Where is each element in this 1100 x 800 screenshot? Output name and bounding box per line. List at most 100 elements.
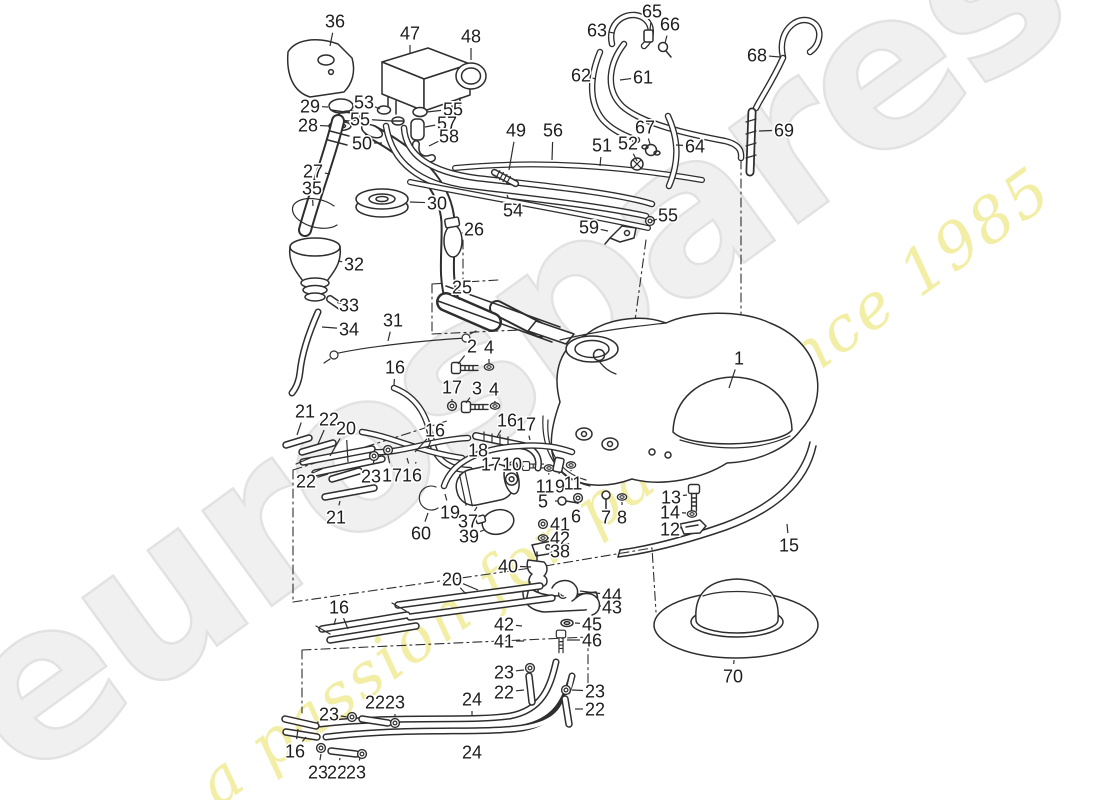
- part-label-18: 18: [468, 440, 488, 460]
- leader-line: [372, 459, 375, 465]
- part-label-24: 24: [462, 689, 482, 709]
- part-label-42: 42: [494, 614, 514, 634]
- part-label-22: 22: [319, 409, 339, 429]
- part-label-14: 14: [660, 502, 680, 522]
- part-label-23: 23: [494, 662, 514, 682]
- part-label-70: 70: [723, 666, 743, 686]
- leader-line: [340, 715, 348, 718]
- part-label-23: 23: [361, 466, 381, 486]
- part-label-36: 36: [325, 11, 345, 31]
- leader-line: [506, 194, 510, 200]
- part-label-50: 50: [352, 133, 372, 153]
- leader-line: [502, 464, 511, 467]
- leader-line: [632, 153, 638, 162]
- leader-line: [329, 438, 341, 457]
- leader-line: [496, 430, 502, 438]
- tank-strap: [617, 441, 817, 558]
- breather-tubes: [588, 11, 823, 190]
- part-label-63: 63: [587, 20, 607, 40]
- part-label-8: 8: [617, 507, 627, 527]
- part-label-21: 21: [326, 507, 346, 527]
- pipe-cluster-mid: [315, 582, 556, 644]
- leader-line: [296, 728, 299, 740]
- part-label-16: 16: [385, 357, 405, 377]
- diagram-artwork: [281, 11, 823, 760]
- leader-line: [768, 55, 781, 58]
- part-label-41: 41: [550, 514, 570, 534]
- part-label-25: 25: [452, 277, 472, 297]
- part-label-30: 30: [427, 193, 447, 213]
- part-label-38: 38: [550, 541, 570, 561]
- part-label-17: 17: [442, 377, 462, 397]
- part-label-23: 23: [319, 704, 339, 724]
- part-label-68: 68: [747, 45, 767, 65]
- part-label-54: 54: [503, 200, 523, 220]
- part-label-33: 33: [339, 295, 359, 315]
- part-label-20: 20: [442, 569, 462, 589]
- part-label-5: 5: [538, 491, 548, 511]
- leader-line: [424, 512, 429, 522]
- part-label-55: 55: [350, 109, 370, 129]
- part-label-67: 67: [635, 117, 655, 137]
- part-label-32: 32: [344, 254, 364, 274]
- leader-line: [664, 35, 668, 44]
- leader-line: [358, 757, 361, 761]
- part-label-46: 46: [582, 630, 602, 650]
- part-label-47: 47: [400, 23, 420, 43]
- leader-line: [337, 260, 343, 263]
- leader-line: [608, 31, 615, 34]
- leader-line: [728, 369, 736, 389]
- part-label-1: 1: [734, 348, 744, 368]
- part-label-23: 23: [585, 681, 605, 701]
- leader-line: [515, 689, 525, 692]
- leader-line: [515, 624, 523, 627]
- leader-line: [301, 736, 307, 742]
- part-label-40: 40: [498, 556, 518, 576]
- leader-line: [528, 435, 531, 441]
- part-label-17: 17: [516, 414, 536, 434]
- leader-line: [317, 473, 329, 478]
- leader-line: [444, 493, 448, 501]
- leader-line: [649, 22, 652, 31]
- leader-line: [592, 77, 597, 80]
- part-label-65: 65: [642, 1, 662, 21]
- part-label-22: 22: [296, 471, 316, 491]
- part-label-29: 29: [300, 96, 320, 116]
- part-label-35: 35: [302, 178, 322, 198]
- part-label-10: 10: [502, 454, 522, 474]
- part-label-23: 23: [308, 762, 328, 782]
- part-label-64: 64: [685, 136, 705, 156]
- part-label-69: 69: [774, 120, 794, 140]
- fill-hose-and-grommet: [355, 123, 575, 345]
- part-label-26: 26: [464, 219, 484, 239]
- part-label-27: 27: [303, 161, 323, 181]
- leader-line: [599, 156, 602, 167]
- part-label-49: 49: [506, 120, 526, 140]
- part-label-37: 37: [458, 511, 478, 531]
- part-label-45: 45: [582, 614, 602, 634]
- part-label-22: 22: [365, 692, 385, 712]
- leader-line: [317, 429, 325, 445]
- part-label-16: 16: [285, 741, 305, 761]
- leader-line: [409, 201, 426, 204]
- part-label-62: 62: [571, 65, 591, 85]
- part-label-7: 7: [601, 507, 611, 527]
- leader-line: [427, 440, 432, 449]
- fuel-hoses: [358, 384, 576, 490]
- leader-line: [682, 494, 688, 497]
- part-label-2: 2: [467, 336, 477, 356]
- part-label-43: 43: [602, 597, 622, 617]
- part-label-17: 17: [481, 454, 501, 474]
- part-label-55: 55: [658, 205, 678, 225]
- part-label-3: 3: [472, 378, 482, 398]
- leader-line: [479, 529, 485, 533]
- part-label-22: 22: [494, 682, 514, 702]
- leader-line: [515, 669, 525, 672]
- leader-line: [508, 141, 515, 171]
- leader-line: [296, 422, 302, 436]
- part-label-15: 15: [779, 535, 799, 555]
- part-label-23: 23: [346, 762, 366, 782]
- leader-line: [338, 500, 341, 506]
- hat-grommet: [653, 578, 819, 659]
